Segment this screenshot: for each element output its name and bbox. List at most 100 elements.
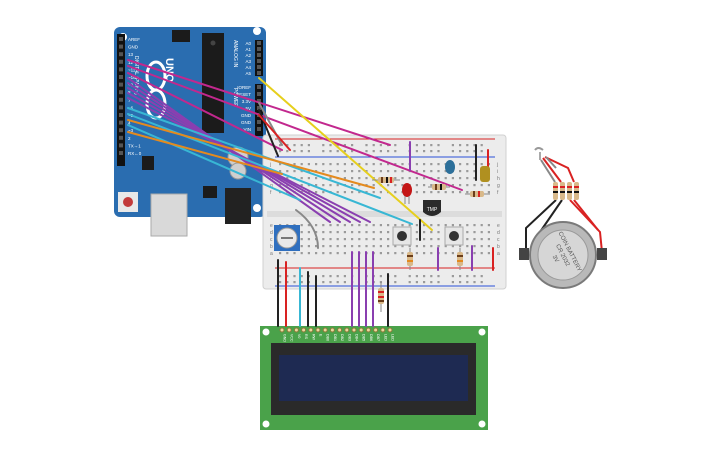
breadboard-row-letter: f — [497, 190, 499, 196]
led-red[interactable] — [402, 183, 412, 204]
temperature-sensor[interactable]: TMP — [423, 200, 441, 216]
atmega-chip — [202, 33, 224, 133]
resistor[interactable] — [378, 282, 384, 312]
coin-battery[interactable]: COIN BATTERY CR 2032 3V — [519, 221, 607, 289]
breadboard-row-letter: g — [497, 183, 500, 189]
capacitor-blue[interactable] — [445, 160, 455, 174]
digital-pin-label: 2 — [128, 136, 131, 141]
breadboard-row-letter: e — [497, 223, 500, 229]
lcd-pin-label: LED — [391, 334, 395, 341]
analog-pin-label: A4 — [245, 65, 251, 70]
resistor[interactable] — [428, 184, 450, 190]
resistor[interactable] — [465, 191, 490, 197]
digital-pin-label: 4 — [128, 121, 131, 126]
power-pin-label: GND — [241, 120, 252, 125]
breadboard-row-letter: d — [270, 230, 273, 236]
wire-magenta — [127, 72, 283, 151]
breadboard-row-letter: j — [496, 162, 498, 168]
breadboard-row-letter: j — [269, 162, 271, 168]
power-pin-label: GND — [241, 113, 252, 118]
power-header-label: POWER — [232, 88, 238, 107]
analog-header-label: ANALOG IN — [232, 40, 238, 68]
lcd-pin-label: DB1 — [333, 334, 337, 341]
breadboard-row-letter: g — [270, 183, 273, 189]
power-pin-labels: IOREF RESET 3.3V 5V GND GND VIN — [236, 85, 261, 132]
digital-pin-label: 12 — [128, 60, 134, 65]
breadboard-row-letter: e — [270, 223, 273, 229]
wire-red — [258, 114, 291, 151]
lcd-pin-label: VCC — [290, 334, 294, 342]
digital-pin-label: ~10 — [128, 75, 136, 80]
pushbutton-left[interactable] — [392, 226, 412, 246]
wire-magenta — [127, 65, 463, 191]
lcd-pin-label: DB4 — [355, 334, 359, 341]
resistor[interactable] — [372, 177, 400, 183]
resistor[interactable] — [457, 248, 463, 270]
breadboard-row-letter: b — [270, 244, 273, 250]
analog-pin-label: A3 — [245, 59, 251, 64]
led-resistor-bank — [553, 182, 579, 200]
lcd-pin-label: DB0 — [326, 334, 330, 341]
lcd-pin-label: RS — [304, 334, 308, 340]
lcd-pin-label: DB3 — [347, 334, 351, 341]
pushbutton-right[interactable] — [444, 226, 464, 246]
photoresistor[interactable] — [480, 166, 490, 182]
analog-pin-label: A2 — [245, 53, 251, 58]
power-pin-label: IOREF — [237, 85, 251, 90]
analog-pin-label: A1 — [245, 47, 251, 52]
lcd-pin-label: DB2 — [340, 334, 344, 341]
power-pin-label: RESET — [236, 92, 251, 97]
lcd-pin-label: E — [319, 334, 323, 337]
digital-header-label: DIGITAL (PWM~) — [133, 56, 139, 95]
digital-pin-label: TX→1 — [128, 143, 141, 148]
analog-pin-label: A0 — [245, 41, 251, 46]
lcd-pin-label: GND — [283, 334, 287, 342]
power-pin-label: 3.3V — [242, 99, 251, 104]
breadboard-row-letter: b — [497, 244, 500, 250]
analog-pin-label: A5 — [245, 71, 251, 76]
wires — [127, 59, 494, 327]
breadboard-row-letter: f — [270, 190, 272, 196]
breadboard-row-letter: i — [497, 169, 498, 175]
wire-cyan — [127, 124, 301, 201]
arduino-brand-text: UNO — [163, 58, 175, 83]
reset-button[interactable] — [123, 197, 133, 207]
digital-pin-label: ~11 — [128, 67, 136, 72]
digital-pin-label: 13 — [128, 52, 134, 57]
wire-orange — [127, 119, 375, 189]
breadboard-row-letter: c — [497, 237, 500, 243]
lcd-pin-label: V0 — [297, 334, 301, 338]
digital-pin-label: GND — [128, 45, 139, 50]
lcd-pin-label: DB5 — [362, 334, 366, 341]
power-pin-label: VIN — [243, 127, 251, 132]
potentiometer[interactable] — [274, 225, 300, 251]
breadboard-row-letter: d — [497, 230, 500, 236]
power-pin-label: 5V — [245, 106, 251, 111]
lcd-screen — [279, 355, 468, 401]
temp-sensor-label: TMP — [427, 207, 438, 213]
digital-pin-label: ~3 — [128, 128, 134, 133]
rgb-led-with-battery[interactable] — [525, 147, 603, 253]
breadboard-row-letter: a — [270, 251, 273, 257]
wire-gray — [295, 209, 319, 249]
breadboard-row-letter: a — [497, 251, 500, 257]
usb-port — [150, 193, 188, 237]
breadboard-row-letter: c — [270, 237, 273, 243]
lcd-pin-label: LED — [383, 334, 387, 341]
power-jack — [225, 188, 251, 224]
digital-pin-label: ~6 — [128, 105, 134, 110]
digital-pin-label: AREF — [128, 37, 140, 42]
lcd-pin-label: DB7 — [376, 334, 380, 341]
wire-orange — [127, 131, 283, 175]
wire-cyan — [127, 107, 381, 199]
wire-yellow — [258, 77, 433, 231]
resistor[interactable] — [407, 248, 413, 270]
battery-label-line3: 3V — [551, 254, 560, 263]
digital-pin-label: RX←0 — [128, 151, 142, 156]
lcd-pin-label: DB6 — [369, 334, 373, 341]
